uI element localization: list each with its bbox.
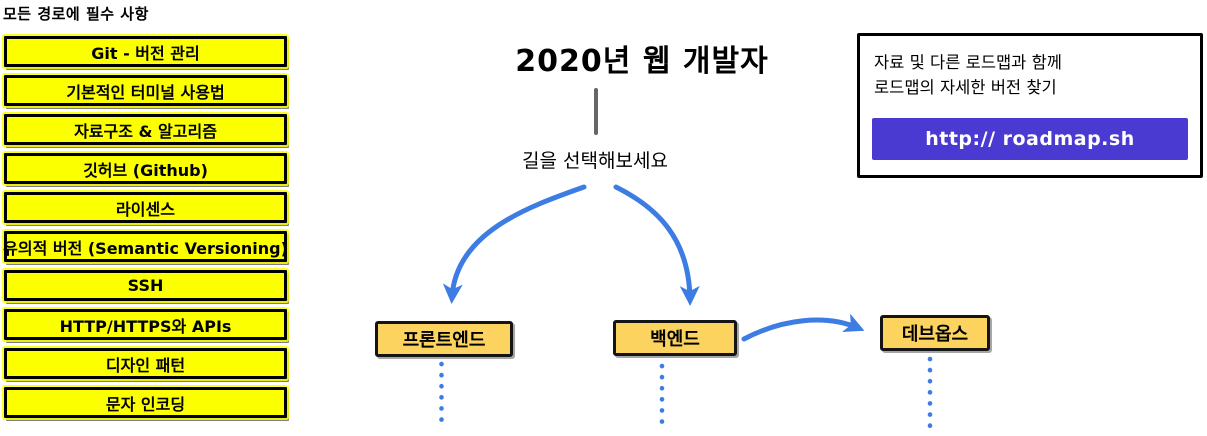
page-title: 2020년 웹 개발자 xyxy=(515,44,769,79)
required-item-ssh: SSH xyxy=(4,270,287,301)
arrow-to-devops xyxy=(741,313,865,342)
required-item-terminal: 기본적인 터미널 사용법 xyxy=(4,75,287,106)
info-box: 자료 및 다른 로드맵과 함께 로드맵의 자세한 버전 찾기 http:// r… xyxy=(857,33,1203,178)
required-item-github: 깃허브 (Github) xyxy=(4,153,287,184)
roadmap-link-button[interactable]: http:// roadmap.sh xyxy=(872,118,1188,160)
required-item-git: Git - 버전 관리 xyxy=(4,36,287,67)
info-line-2: 로드맵의 자세한 버전 찾기 xyxy=(874,78,1057,97)
required-section-header: 모든 경로에 필수 사항 xyxy=(3,5,149,23)
path-box-backend[interactable]: 백엔드 xyxy=(613,320,737,356)
required-item-http-apis: HTTP/HTTPS와 APIs xyxy=(4,309,287,340)
required-item-data-structures: 자료구조 & 알고리즘 xyxy=(4,114,287,145)
path-box-frontend[interactable]: 프론트엔드 xyxy=(375,321,513,357)
choose-path-label: 길을 선택해보세요 xyxy=(522,150,668,172)
path-box-devops[interactable]: 데브옵스 xyxy=(880,315,990,351)
arrow-to-frontend xyxy=(442,184,587,304)
required-skills-list: Git - 버전 관리 기본적인 터미널 사용법 자료구조 & 알고리즘 깃허브… xyxy=(3,36,288,418)
arrow-to-backend xyxy=(613,184,700,306)
required-item-licenses: 라이센스 xyxy=(4,192,287,223)
info-line-1: 자료 및 다른 로드맵과 함께 xyxy=(874,53,1062,72)
required-item-character-encoding: 문자 인코딩 xyxy=(4,387,287,418)
title-connector-line xyxy=(594,88,598,135)
required-item-design-patterns: 디자인 패턴 xyxy=(4,348,287,379)
required-item-semver: 유의적 버전 (Semantic Versioning) xyxy=(3,231,288,262)
